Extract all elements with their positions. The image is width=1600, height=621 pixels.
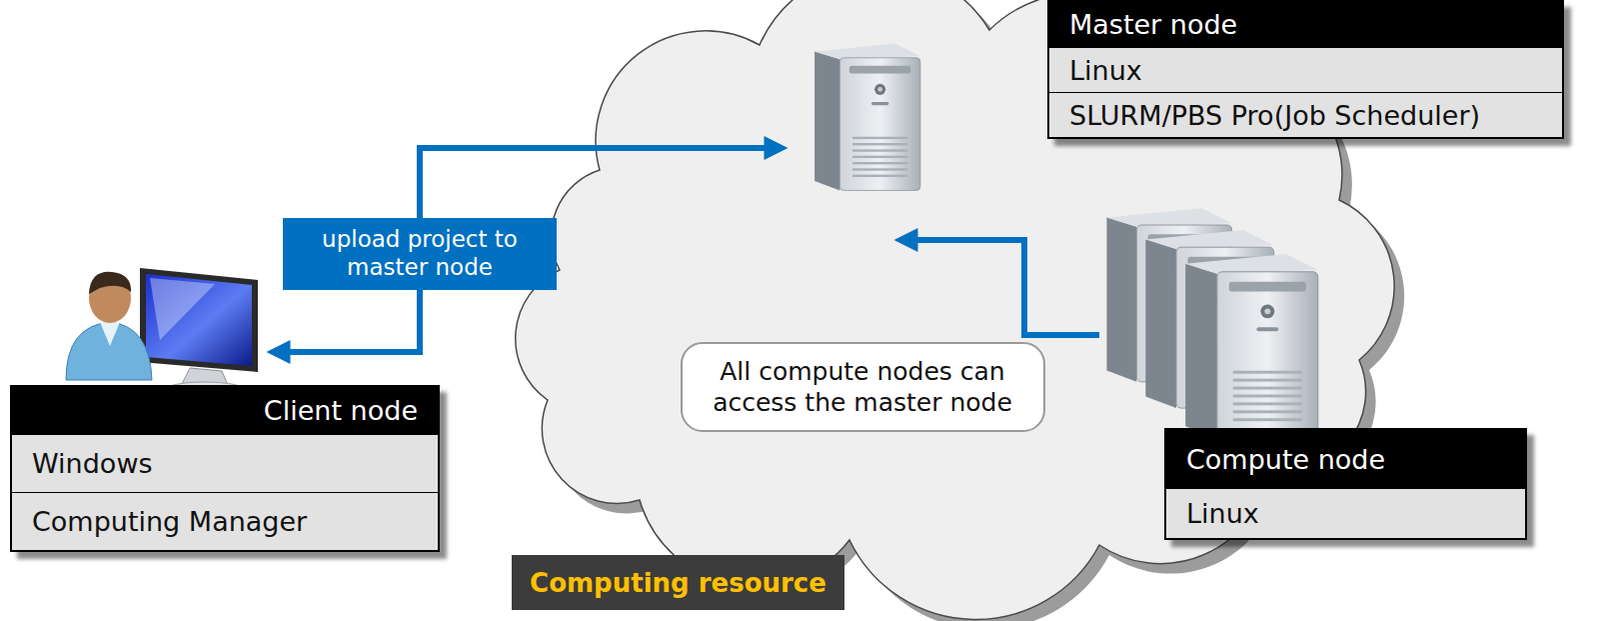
os-row: Linux (1069, 54, 1143, 86)
os-row: Linux (1186, 497, 1260, 529)
compute-node: Compute nodeLinux (1099, 204, 1530, 562)
connector-arrow (912, 239, 1100, 335)
client-node: Client nodeWindowsComputing Manager (9, 261, 440, 548)
edge-label: upload project to master node (296, 225, 543, 281)
edge-label: All compute nodes can access the master … (700, 355, 1026, 419)
client-user-icon (65, 267, 258, 398)
resource-tag: Computing resource (511, 554, 845, 610)
software-row: Computing Manager (31, 505, 307, 537)
label-table: Compute nodeLinux (1164, 427, 1528, 540)
label-table: Client nodeWindowsComputing Manager (9, 384, 440, 552)
compute-server-icon (1185, 253, 1319, 438)
table-row: Computing Manager (11, 491, 438, 550)
software-row: SLURM/PBS Pro(Job Scheduler) (1069, 99, 1481, 131)
access-callout: All compute nodes can access the master … (680, 341, 1046, 433)
master-node: Master nodeLinuxSLURM/PBS Pro(Job Schedu… (789, 0, 1565, 240)
table-row: Windows (11, 433, 438, 492)
node-header: Master node (1069, 8, 1238, 40)
master-server-icon (814, 43, 921, 191)
table-header: Compute node (1166, 429, 1526, 488)
node-header: Compute node (1186, 443, 1386, 475)
table-header: Client node (11, 386, 438, 434)
resource-label: Computing resource (529, 567, 827, 598)
table-row: SLURM/PBS Pro(Job Scheduler) (1049, 91, 1563, 137)
node-header: Client node (263, 394, 418, 426)
label-table: Master nodeLinuxSLURM/PBS Pro(Job Schedu… (1047, 0, 1565, 139)
table-row: Linux (1166, 487, 1526, 538)
table-header: Master node (1049, 1, 1563, 47)
upload-label: upload project to master node (282, 217, 557, 289)
os-row: Windows (31, 447, 153, 479)
table-row: Linux (1049, 46, 1563, 92)
